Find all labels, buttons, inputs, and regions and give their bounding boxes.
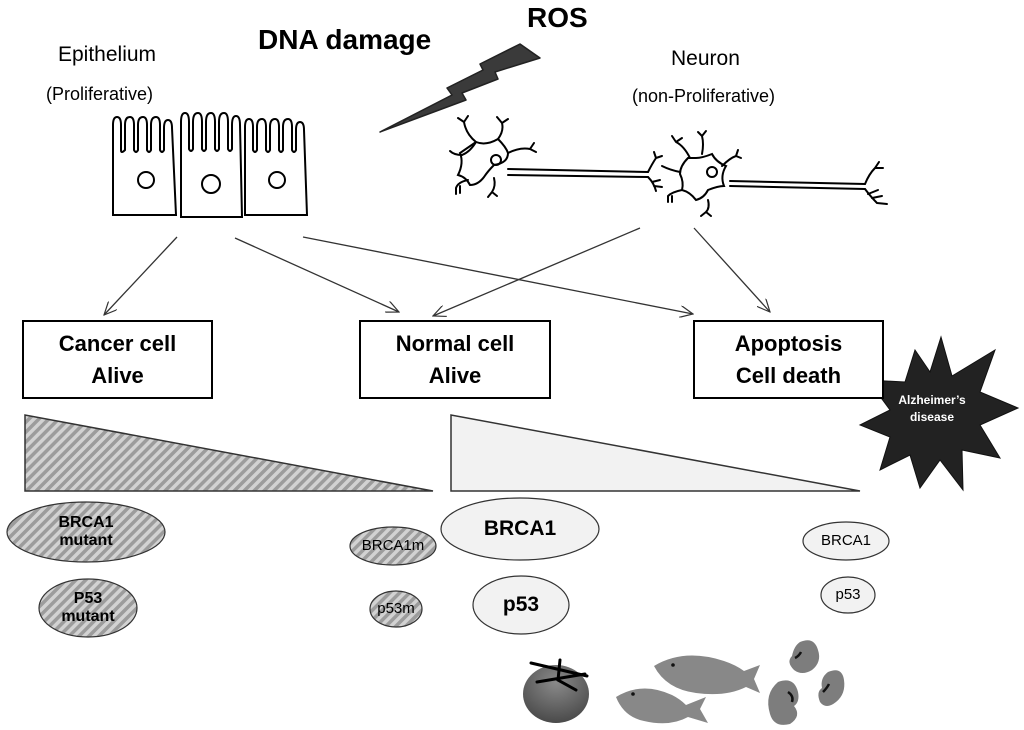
p53-low-label: p53 <box>835 586 861 604</box>
outcome-line2: Alive <box>428 362 482 388</box>
arrows <box>104 227 770 316</box>
normal-cell-box: Normal cell Alive <box>359 320 551 399</box>
protein-line2: mutant <box>61 608 115 625</box>
cancer-cell-box: Cancer cell Alive <box>22 320 213 399</box>
brca1m-label: BRCA1m <box>361 537 425 555</box>
epithelium-label: Epithelium <box>58 43 157 66</box>
protein-line1: P53 <box>73 589 103 607</box>
outcome-line2: Cell death <box>735 362 842 388</box>
p53-normal-oval <box>472 575 570 635</box>
arrow-epithelium-to-cancer <box>104 236 178 315</box>
neuron-right <box>661 130 888 217</box>
alzheimers-line1: Alzheimer’s <box>898 393 966 407</box>
outcome-line2: Alive <box>91 362 144 388</box>
brca1-low-oval <box>802 521 890 561</box>
outcome-line1: Cancer cell <box>58 330 177 356</box>
brca1-mutant-label: BRCA1 mutant <box>7 502 165 562</box>
protein-line2: mutant <box>59 532 113 549</box>
p53-mutant-label: P53 mutant <box>39 579 137 637</box>
epithelial-cell <box>244 117 309 216</box>
brca1m-oval <box>349 526 437 566</box>
brca1-low-label: BRCA1 <box>820 532 872 550</box>
brca1-normal-oval <box>440 497 600 561</box>
normal-gradient-wedge <box>450 414 861 492</box>
foods <box>523 640 845 725</box>
arrow-epithelium-to-apoptosis <box>302 236 693 314</box>
arrow-epithelium-to-normal <box>234 237 399 312</box>
neurons-illustration <box>449 115 888 217</box>
neuron-left <box>449 115 663 198</box>
bean-icon <box>818 670 845 706</box>
mutant-gradient-wedge <box>24 414 434 492</box>
fish-icon <box>654 655 760 695</box>
neuron-label: Neuron <box>671 47 740 70</box>
p53-low-oval <box>820 576 876 614</box>
p53-mutant-oval <box>38 578 138 638</box>
p53-normal-label: p53 <box>502 592 540 616</box>
epithelium-cells-illustration <box>112 111 309 218</box>
brca1-mutant-oval <box>6 501 166 563</box>
lightning-bolt-icon <box>379 43 541 133</box>
alzheimers-line2: disease <box>909 410 955 424</box>
arrow-neuron-to-apoptosis <box>693 227 770 312</box>
fish-icon <box>616 688 708 724</box>
epithelial-cell <box>112 115 178 216</box>
neuron-subtitle: (non-Proliferative) <box>632 86 776 106</box>
arrow-neuron-to-normal <box>433 227 641 316</box>
outcome-line1: Normal cell <box>395 330 515 356</box>
tomato-icon <box>523 658 589 723</box>
alzheimers-burst-shape <box>858 335 1020 492</box>
p53m-label: p53m <box>377 600 415 618</box>
p53m-oval <box>369 590 423 628</box>
protein-line1: BRCA1 <box>58 513 114 531</box>
ros-label: ROS <box>527 2 588 33</box>
epithelium-subtitle: (Proliferative) <box>46 84 154 104</box>
apoptosis-box: Apoptosis Cell death <box>693 320 884 399</box>
bean-icon <box>789 640 820 673</box>
outcome-line1: Apoptosis <box>734 330 843 356</box>
epithelial-cell <box>180 111 244 218</box>
alzheimers-label: Alzheimer’s disease <box>897 392 967 426</box>
bean-icon <box>768 680 799 725</box>
brca1-normal-label: BRCA1 <box>483 516 557 540</box>
dna-damage-label: DNA damage <box>258 24 432 55</box>
